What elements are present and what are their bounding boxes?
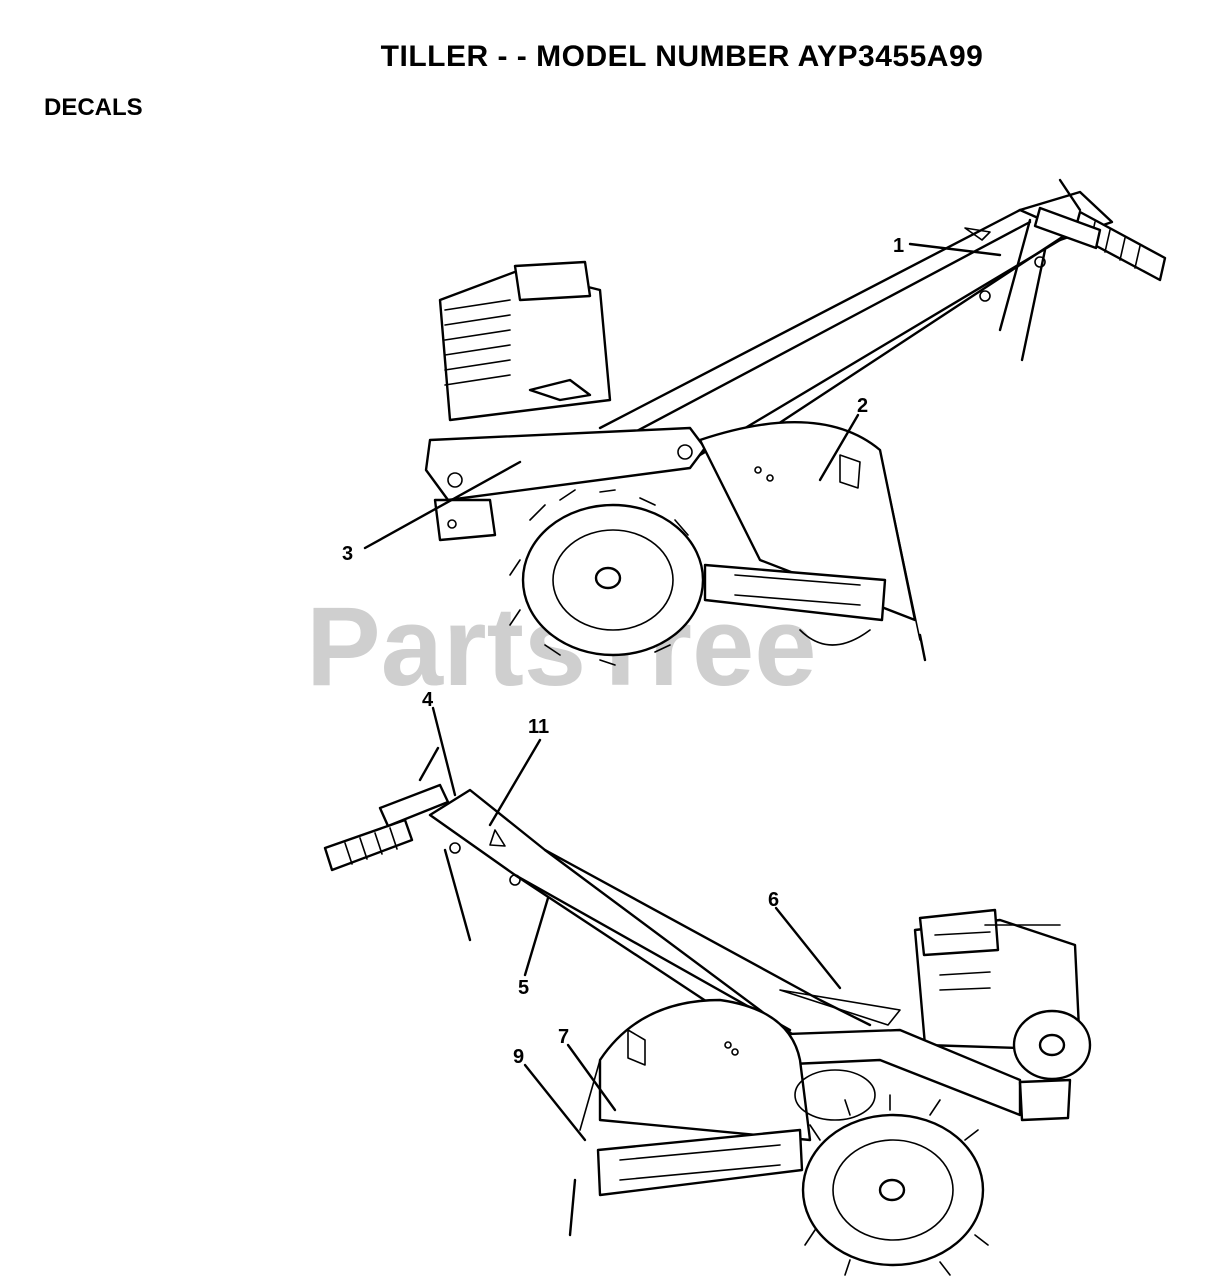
callout-9: 9 (513, 1046, 524, 1068)
callout-7: 7 (558, 1026, 569, 1048)
callout-6: 6 (768, 889, 779, 911)
tiller-top-view (424, 178, 1167, 666)
callout-3: 3 (342, 543, 353, 565)
page-title: TILLER - - MODEL NUMBER AYP3455A99 (380, 40, 984, 73)
callout-2: 2 (857, 395, 868, 417)
callout-4: 4 (422, 689, 434, 711)
callout-1: 1 (893, 235, 904, 257)
leader-lines (363, 242, 1002, 1142)
tiller-bottom-view (323, 746, 1092, 1276)
section-heading: DECALS (44, 94, 143, 121)
callout-11: 11 (528, 716, 549, 738)
callout-5: 5 (518, 977, 529, 999)
